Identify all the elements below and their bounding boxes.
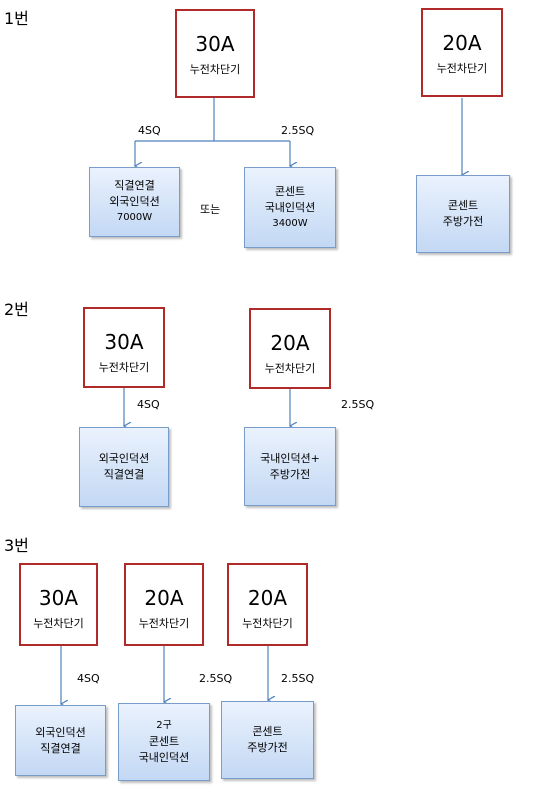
breaker-amp: 30A — [104, 330, 144, 354]
breaker-amp: 30A — [38, 586, 79, 610]
load-line: 3400W — [272, 217, 308, 229]
s2-load-foreign-induction: 외국인덕션 직결연결 — [79, 427, 169, 507]
s3-load-kitchen: 콘센트 주방가전 — [221, 701, 314, 779]
load-line: 직결연결 — [114, 179, 155, 192]
s1-load-foreign-induction: 직결연결 외국인덕션 7000W — [89, 167, 180, 237]
load-line: 국내인덕션 — [264, 200, 316, 214]
breaker-name: 누전차단기 — [436, 62, 488, 75]
s3-wire-4sq: 4SQ — [77, 672, 100, 685]
s1-breaker-20a: 20A 누전차단기 — [421, 8, 503, 97]
s2-breaker-20a: 20A 누전차단기 — [249, 308, 331, 389]
load-line: 콘센트 — [148, 735, 180, 748]
s2-breaker-30a: 30A 누전차단기 — [83, 307, 165, 388]
load-line: 국내인덕션+ — [260, 451, 320, 465]
s1-breaker-30a: 30A 누전차단기 — [175, 9, 255, 98]
s3-wire-2-5sq-2: 2.5SQ — [281, 672, 315, 685]
breaker-amp: 20A — [247, 586, 288, 610]
s2-wire-2-5sq: 2.5SQ — [341, 398, 375, 411]
breaker-name: 누전차단기 — [98, 361, 150, 374]
s3-wire-2-5sq-1: 2.5SQ — [199, 672, 233, 685]
section-1-label: 1번 — [4, 9, 29, 28]
section-3-label: 3번 — [4, 536, 29, 555]
breaker-name: 누전차단기 — [189, 63, 241, 76]
s2-load-domestic-induction-kitchen: 국내인덕션+ 주방가전 — [244, 427, 336, 506]
load-line: 직결연결 — [103, 468, 145, 481]
s1-load-domestic-induction: 콘센트 국내인덕션 3400W — [244, 167, 336, 248]
load-line: 콘센트 — [252, 725, 283, 738]
load-line: 2구 — [156, 720, 172, 731]
s3-breaker-30a: 30A 누전차단기 — [19, 563, 98, 646]
breaker-name: 누전차단기 — [138, 617, 190, 630]
breaker-amp: 20A — [144, 586, 184, 610]
load-line: 주방가전 — [269, 467, 311, 481]
s3-breaker-20a-1: 20A 누전차단기 — [124, 563, 204, 646]
breaker-amp: 20A — [442, 31, 482, 55]
load-line: 외국인덕션 — [98, 452, 150, 465]
breaker-name: 누전차단기 — [264, 362, 316, 375]
s1-wire-4sq: 4SQ — [138, 124, 161, 137]
load-line: 주방가전 — [247, 741, 288, 754]
breaker-name: 누전차단기 — [242, 617, 293, 630]
s3-breaker-20a-2: 20A 누전차단기 — [227, 563, 308, 646]
s1-load-kitchen: 콘센트 주방가전 — [416, 175, 510, 253]
breaker-amp: 30A — [195, 32, 235, 56]
s1-wire-2-5sq: 2.5SQ — [281, 124, 315, 137]
s3-load-foreign-induction: 외국인덕션 직결연결 — [15, 705, 106, 776]
breaker-name: 누전차단기 — [33, 617, 84, 630]
section-2-label: 2번 — [4, 300, 29, 319]
load-line: 직결연결 — [40, 741, 81, 755]
breaker-amp: 20A — [270, 331, 310, 355]
load-line: 콘센트 — [274, 184, 306, 198]
load-line: 국내인덕션 — [138, 751, 190, 764]
load-line: 주방가전 — [442, 215, 484, 228]
s1-or-text: 또는 — [200, 203, 221, 216]
load-line: 외국인덕션 — [35, 725, 86, 739]
load-line: 외국인덕션 — [109, 195, 160, 208]
s3-load-2-outlet: 2구 콘센트 국내인덕션 — [118, 703, 210, 781]
load-line: 7000W — [116, 212, 153, 223]
load-line: 콘센트 — [447, 199, 479, 212]
s2-wire-4sq: 4SQ — [137, 398, 160, 411]
